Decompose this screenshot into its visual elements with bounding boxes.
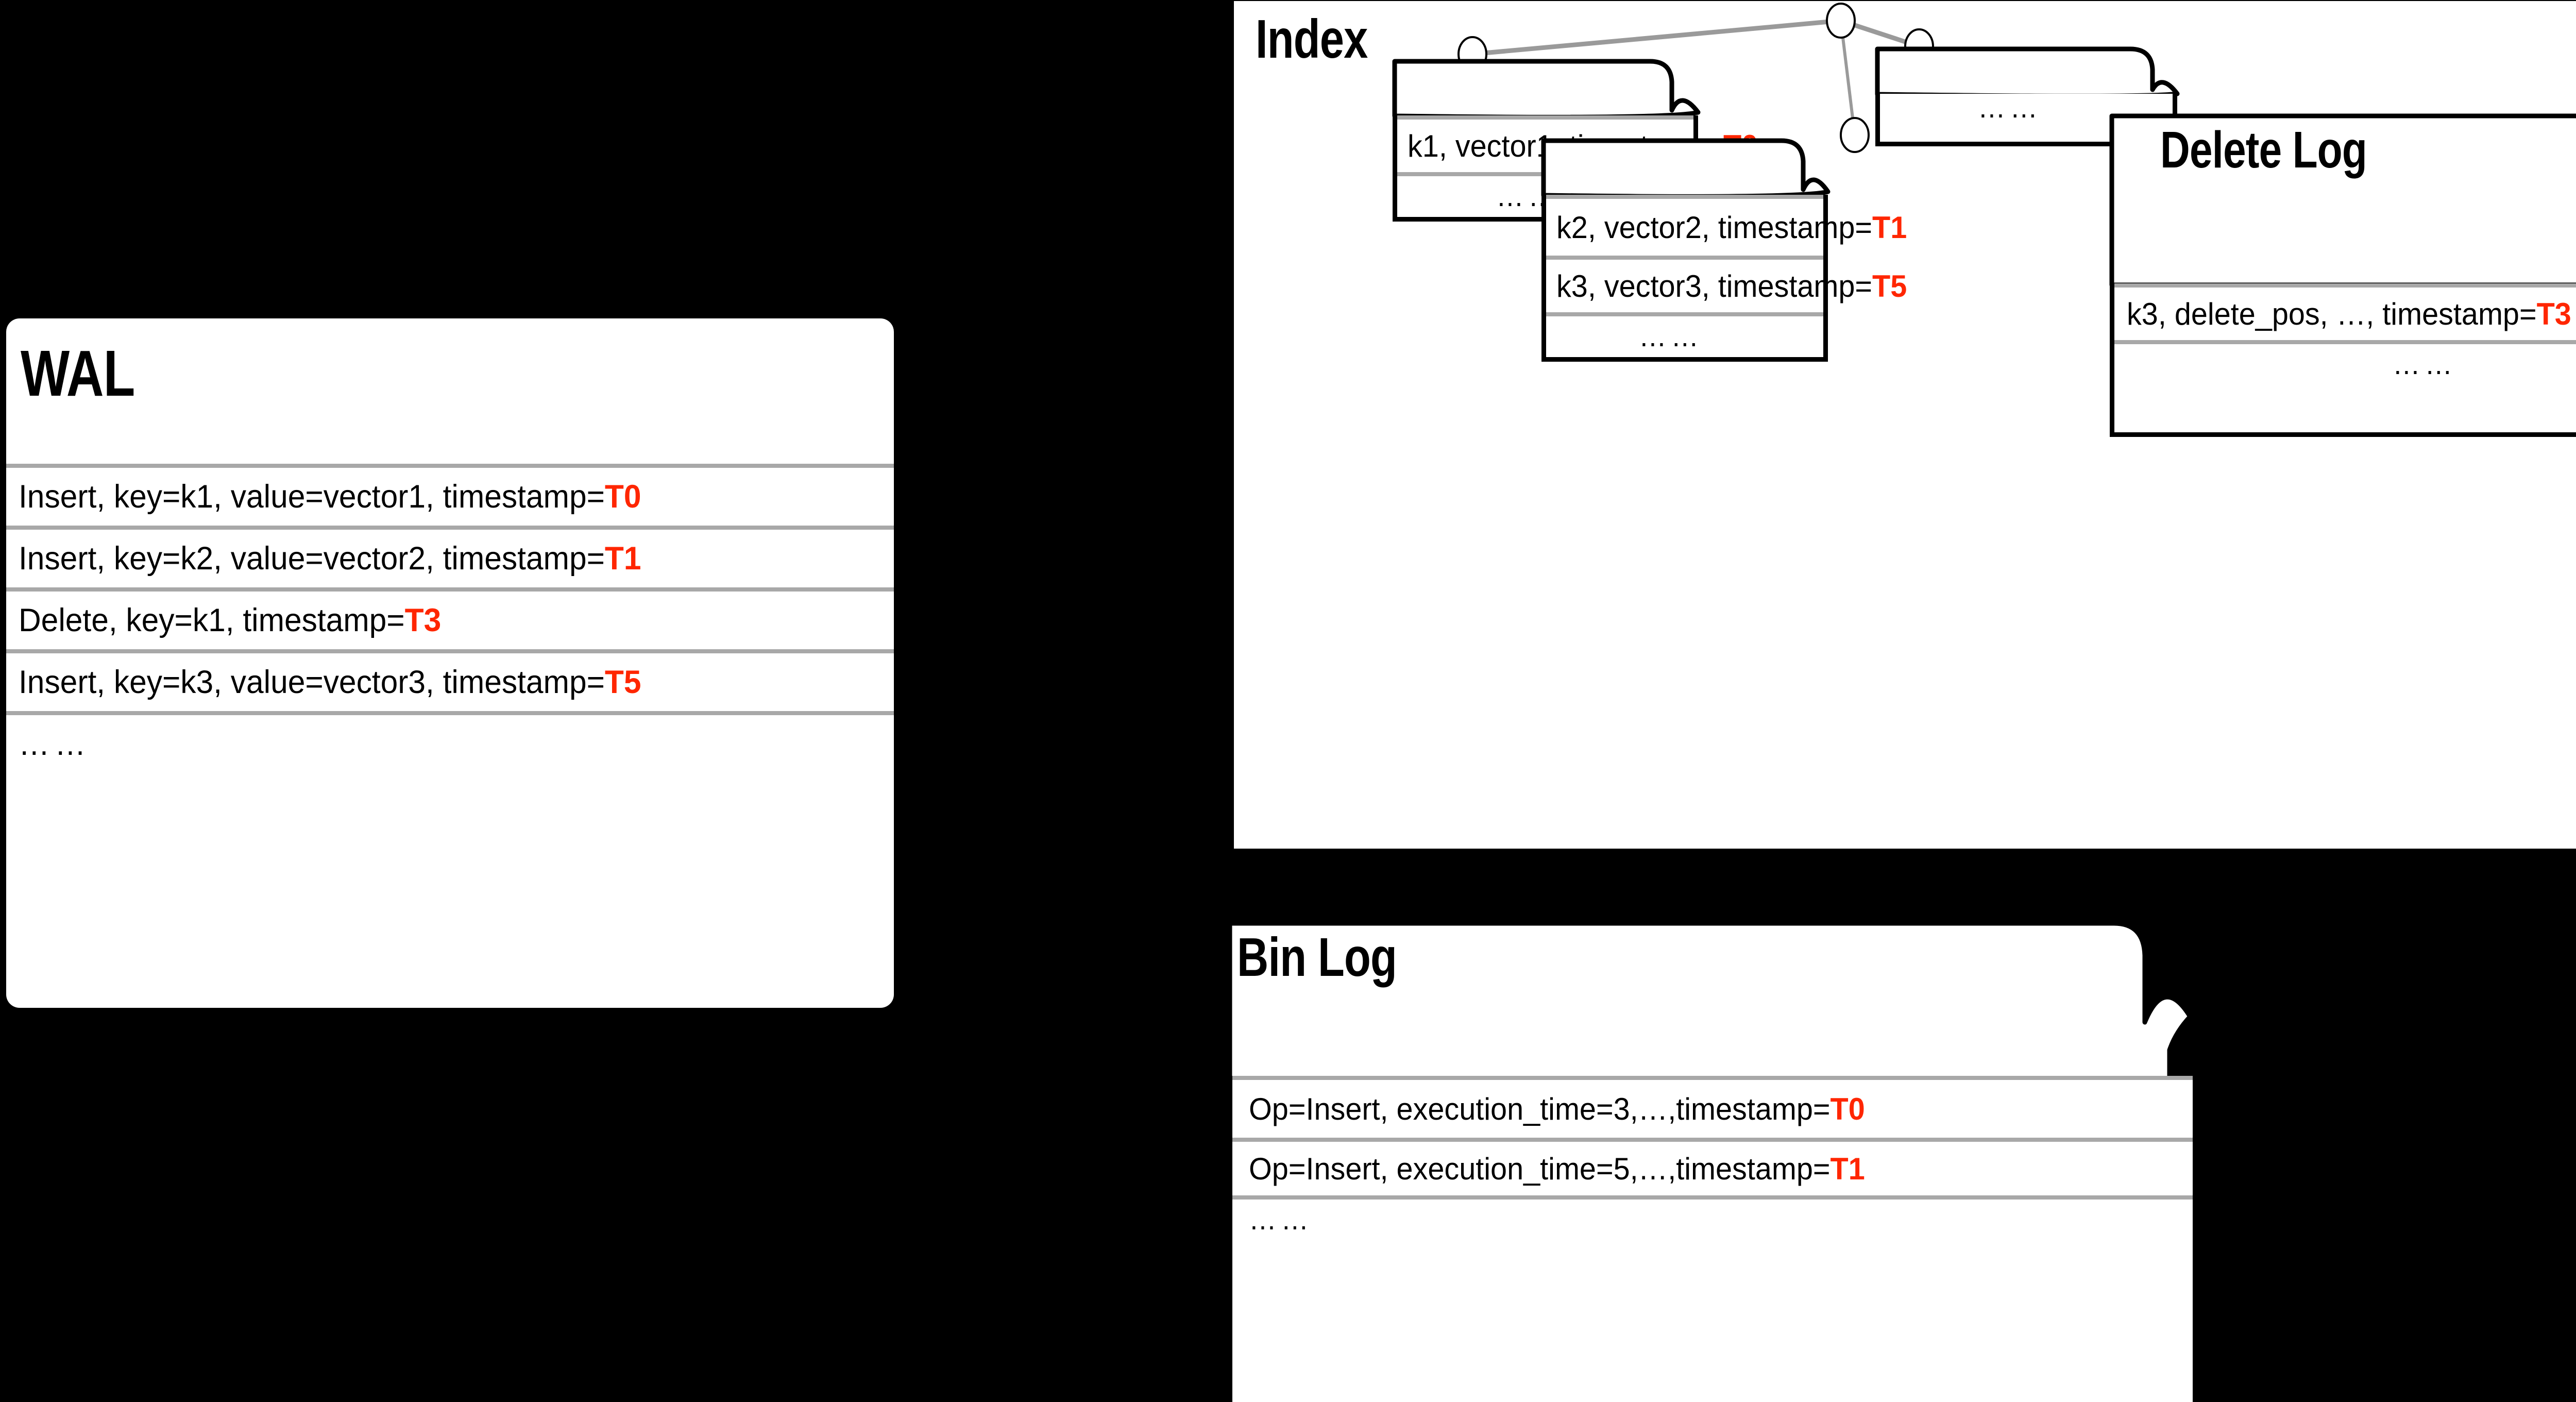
document-curl-shape — [1392, 59, 1701, 120]
timestamp-badge: T0 — [604, 479, 641, 515]
bin-log-row-text: …… — [1249, 1203, 1313, 1236]
timestamp-badge: T0 — [1830, 1091, 1865, 1126]
tree-node-root — [1826, 3, 1856, 39]
timestamp-badge: T1 — [1872, 210, 1907, 245]
bin-log-panel: Bin Log Op=Insert, execution_time=3,…,ti… — [1227, 921, 2201, 1402]
bin-log-row: Op=Insert, execution_time=3,…,timestamp=… — [1232, 1076, 2193, 1138]
wal-row-ellipsis: …… — [6, 711, 894, 773]
wal-row-text: …… — [19, 726, 91, 762]
delete-log-footer: …… — [2110, 344, 2576, 437]
bin-log-document-top: Bin Log — [1227, 921, 2201, 1082]
delete-log-row: k3, delete_pos, …, timestamp=T3 — [2114, 283, 2576, 344]
bin-log-row-text: Op=Insert, execution_time=5,…,timestamp=… — [1249, 1151, 1865, 1186]
index-leaf-row: k2, vector2, timestamp=T1 — [1546, 195, 1907, 256]
bin-log-row: Op=Insert, execution_time=5,…,timestamp=… — [1232, 1138, 2193, 1200]
wal-panel: WAL Insert, key=k1, value=vector1, times… — [6, 318, 894, 1008]
timestamp-badge: T1 — [1830, 1151, 1865, 1186]
index-leaf-k2k3: k2, vector2, timestamp=T1 k3, vector3, t… — [1541, 195, 1907, 316]
index-leaf-k2k3-document — [1541, 138, 1831, 199]
timestamp-badge: T5 — [604, 664, 641, 700]
delete-log-document-top: Delete Log — [2109, 113, 2576, 288]
tree-edge-middle — [1839, 20, 1856, 136]
wal-row-text: Insert, key=k3, value=vector3, timestamp… — [19, 664, 641, 700]
delete-log-rows: k3, delete_pos, …, timestamp=T3 — [2110, 283, 2576, 344]
tree-edge-right — [1840, 18, 1920, 49]
index-leaf-row-text: k3, vector3, timestamp=T5 — [1556, 268, 1907, 303]
delete-log-title: Delete Log — [2160, 121, 2367, 179]
bin-log-rows: Op=Insert, execution_time=3,…,timestamp=… — [1228, 1076, 2197, 1200]
index-leaf-row-text: …… — [1978, 91, 2042, 124]
bin-log-title: Bin Log — [1237, 927, 1397, 988]
timestamp-badge: T1 — [604, 540, 641, 577]
delete-log-row-text: …… — [2393, 348, 2457, 380]
document-curl-shape — [1541, 138, 1831, 199]
wal-row-text: Insert, key=k2, value=vector2, timestamp… — [19, 540, 641, 577]
tree-edge-left — [1472, 18, 1841, 57]
index-title: Index — [1256, 9, 1368, 70]
delete-log-row-text: k3, delete_pos, …, timestamp=T3 — [2127, 296, 2571, 331]
document-curl-shape — [1875, 46, 2180, 98]
bin-log-row-text: Op=Insert, execution_time=3,…,timestamp=… — [1249, 1091, 1865, 1126]
timestamp-badge: T3 — [2536, 296, 2571, 331]
wal-row-text: Delete, key=k1, timestamp=T3 — [19, 602, 442, 638]
index-leaf-row-text: …… — [1639, 320, 1703, 352]
index-leaf-k2k3-footer: …… — [1541, 316, 1828, 362]
index-leaf-k1-document — [1392, 59, 1701, 120]
wal-row-text: Insert, key=k1, value=vector1, timestamp… — [19, 479, 641, 515]
index-panel: Index k1, vector1, timestamp=T0 …… …… — [1234, 1, 2576, 849]
wal-row: Insert, key=k3, value=vector3, timestamp… — [6, 649, 894, 711]
index-leaf-ellipsis-document — [1875, 46, 2180, 98]
wal-title: WAL — [21, 337, 135, 410]
bin-log-footer: …… — [1228, 1200, 2197, 1402]
timestamp-badge: T5 — [1872, 268, 1907, 303]
wal-row: Insert, key=k2, value=vector2, timestamp… — [6, 526, 894, 587]
index-leaf-row-text: k2, vector2, timestamp=T1 — [1556, 210, 1907, 245]
wal-row: Delete, key=k1, timestamp=T3 — [6, 587, 894, 649]
timestamp-badge: T3 — [404, 602, 442, 638]
wal-row: Insert, key=k1, value=vector1, timestamp… — [6, 464, 894, 526]
index-leaf-row: k3, vector3, timestamp=T5 — [1546, 256, 1907, 316]
tree-node-middle — [1840, 117, 1870, 153]
